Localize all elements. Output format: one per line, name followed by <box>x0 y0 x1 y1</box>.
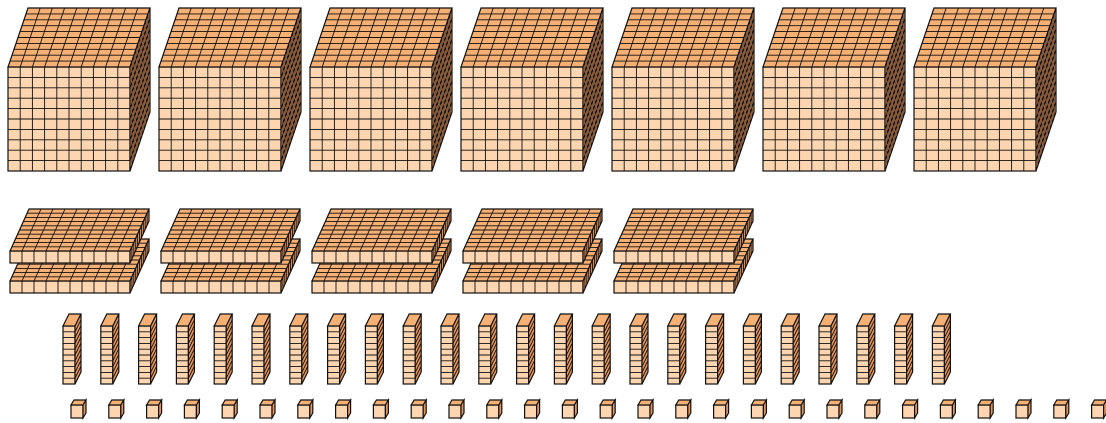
ten-rod <box>592 314 610 384</box>
unit-cube <box>184 400 199 418</box>
ten-rod <box>554 314 572 384</box>
ten-rod <box>101 314 119 384</box>
unit-cube <box>751 400 766 418</box>
unit-cube <box>487 400 502 418</box>
ten-rod <box>517 314 535 384</box>
hundred-flat <box>614 209 753 263</box>
unit-cube <box>714 400 729 418</box>
unit-cube <box>373 400 388 418</box>
thousand-cube <box>914 8 1056 171</box>
unit-cube <box>978 400 993 418</box>
ten-rod <box>214 314 232 384</box>
hundred-flat <box>161 209 300 263</box>
ten-rod <box>706 314 724 384</box>
ten-rod <box>403 314 421 384</box>
unit-cube <box>1092 400 1106 418</box>
hundred-flat <box>312 209 451 263</box>
unit-cube <box>109 400 124 418</box>
thousand-cube <box>612 8 754 171</box>
ten-rod <box>743 314 761 384</box>
ten-rod <box>668 314 686 384</box>
unit-cube <box>789 400 804 418</box>
ten-rod <box>441 314 459 384</box>
unit-cube <box>940 400 955 418</box>
ten-rod <box>365 314 383 384</box>
hundred-flat <box>463 209 602 263</box>
unit-cube <box>449 400 464 418</box>
thousand-cube <box>159 8 301 171</box>
ten-rod <box>63 314 81 384</box>
ten-rod <box>290 314 308 384</box>
unit-cube <box>865 400 880 418</box>
unit-cube <box>562 400 577 418</box>
unit-cube <box>638 400 653 418</box>
unit-cube <box>525 400 540 418</box>
ten-rod <box>139 314 157 384</box>
hundred-flat <box>10 209 149 263</box>
unit-cube <box>298 400 313 418</box>
ten-rod <box>328 314 346 384</box>
thousand-cube <box>763 8 905 171</box>
unit-cube <box>147 400 162 418</box>
ten-rod <box>252 314 270 384</box>
ten-rod <box>857 314 875 384</box>
ten-rod <box>630 314 648 384</box>
unit-cube <box>600 400 615 418</box>
unit-cube <box>676 400 691 418</box>
ten-rod <box>819 314 837 384</box>
thousand-cube <box>310 8 452 171</box>
unit-cube <box>411 400 426 418</box>
unit-cube <box>71 400 86 418</box>
unit-cube <box>336 400 351 418</box>
unit-cube <box>260 400 275 418</box>
unit-cube <box>827 400 842 418</box>
unit-cube <box>903 400 918 418</box>
unit-cube <box>222 400 237 418</box>
unit-cube <box>1016 400 1031 418</box>
ten-rod <box>176 314 194 384</box>
ten-rod <box>895 314 913 384</box>
thousand-cube <box>8 8 150 171</box>
ten-rod <box>479 314 497 384</box>
thousand-cube <box>461 8 603 171</box>
ten-rod <box>932 314 950 384</box>
unit-cube <box>1054 400 1069 418</box>
ten-rod <box>781 314 799 384</box>
